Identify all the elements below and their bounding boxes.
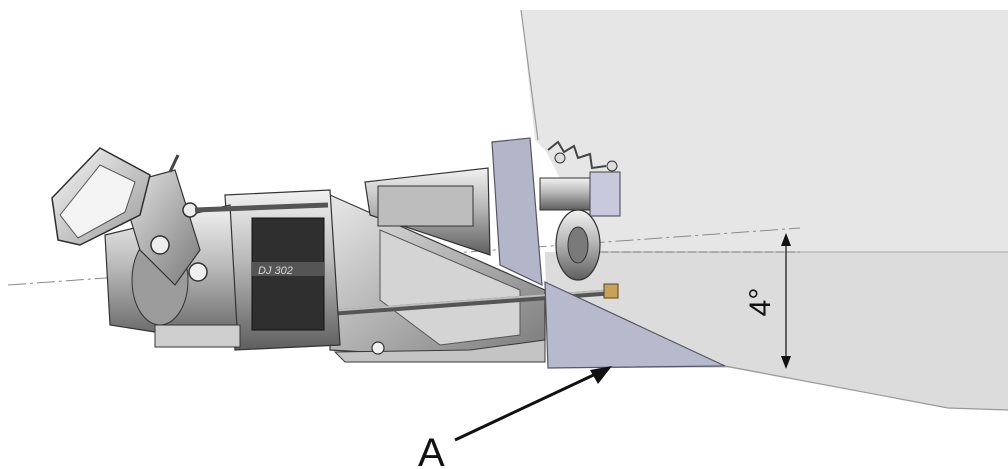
- intake-duct-inner: [379, 229, 521, 346]
- callout-label: A: [418, 431, 445, 469]
- gearbox-cover: [377, 185, 474, 227]
- water-jet-unit: DJ 302: [51, 137, 621, 363]
- angle-dimension: 4°: [600, 233, 800, 369]
- skid-bolt: [371, 341, 385, 355]
- tie-rod-nut: [603, 283, 619, 299]
- callout-arrowhead: [590, 366, 612, 384]
- boat-hull: [520, 9, 1008, 411]
- callout-a: A: [418, 366, 612, 469]
- dimension-arrowhead-bottom: [781, 356, 791, 369]
- intake-skid: [333, 339, 546, 363]
- hull-bottom-edge: [724, 365, 1008, 411]
- angle-label: 4°: [744, 288, 777, 317]
- hull-edge: [520, 9, 539, 141]
- drive-coupling: [539, 140, 621, 281]
- callout-arrow-line: [454, 370, 601, 442]
- dimension-arrowhead-top: [781, 233, 791, 246]
- nozzle-marking: DJ 302: [258, 265, 293, 277]
- hull-transom-lower: [545, 252, 1008, 410]
- transom-plate: [491, 137, 543, 286]
- hull-transom-upper: [521, 10, 1008, 252]
- wedge-spacer: [544, 281, 726, 369]
